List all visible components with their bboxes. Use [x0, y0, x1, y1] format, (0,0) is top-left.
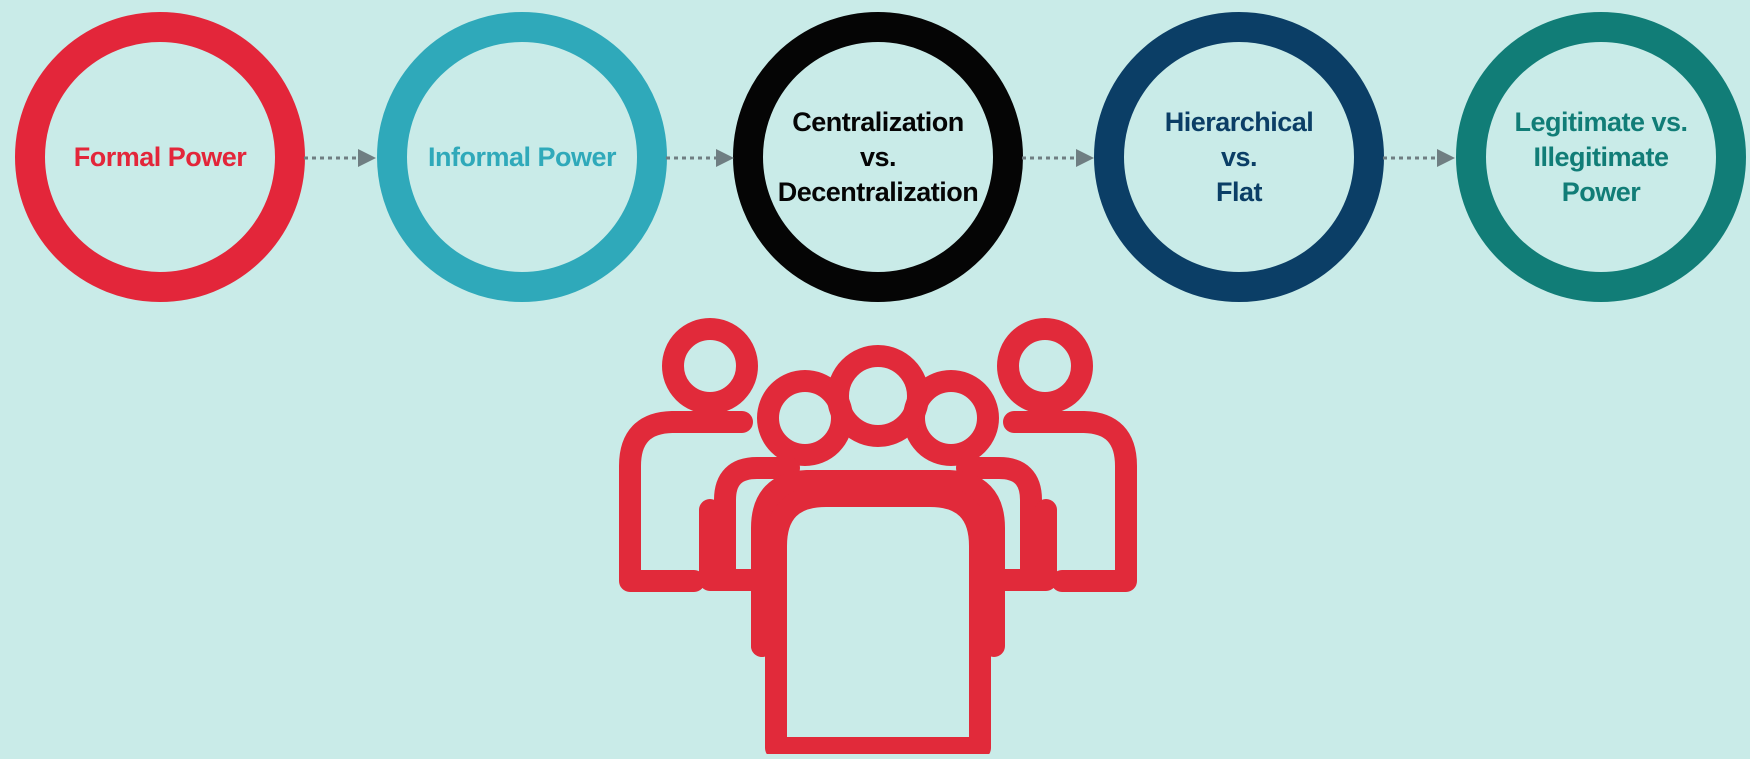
- node-label: Formal Power: [73, 141, 247, 172]
- arrow-right-icon: [1383, 149, 1455, 167]
- arrow-right-icon: [304, 149, 376, 167]
- node-label: Hierarchical vs. Flat: [1164, 106, 1314, 207]
- node-label: Informal Power: [427, 141, 617, 172]
- node-informal-power: Informal Power: [377, 12, 667, 302]
- arrow-informal-to-centralization: [664, 145, 738, 171]
- arrow-right-icon: [666, 149, 734, 167]
- arrow-centralization-to-hierarchical: [1020, 145, 1098, 171]
- node-label: Centralization vs. Decentralization: [777, 106, 979, 207]
- node-label: Legitimate vs. Illegitimate Power: [1514, 106, 1688, 207]
- arrow-right-icon: [1022, 149, 1094, 167]
- arrow-formal-to-informal: [302, 145, 380, 171]
- node-legitimate-vs-illegitimate-power: Legitimate vs. Illegitimate Power: [1456, 12, 1746, 302]
- node-hierarchical-vs-flat: Hierarchical vs. Flat: [1094, 12, 1384, 302]
- arrow-hierarchical-to-legitimate: [1381, 145, 1459, 171]
- node-centralization-vs-decentralization: Centralization vs. Decentralization: [733, 12, 1023, 302]
- people-outline-icon: [619, 318, 1137, 759]
- node-formal-power: Formal Power: [15, 12, 305, 302]
- group-of-people-icon: [612, 318, 1144, 759]
